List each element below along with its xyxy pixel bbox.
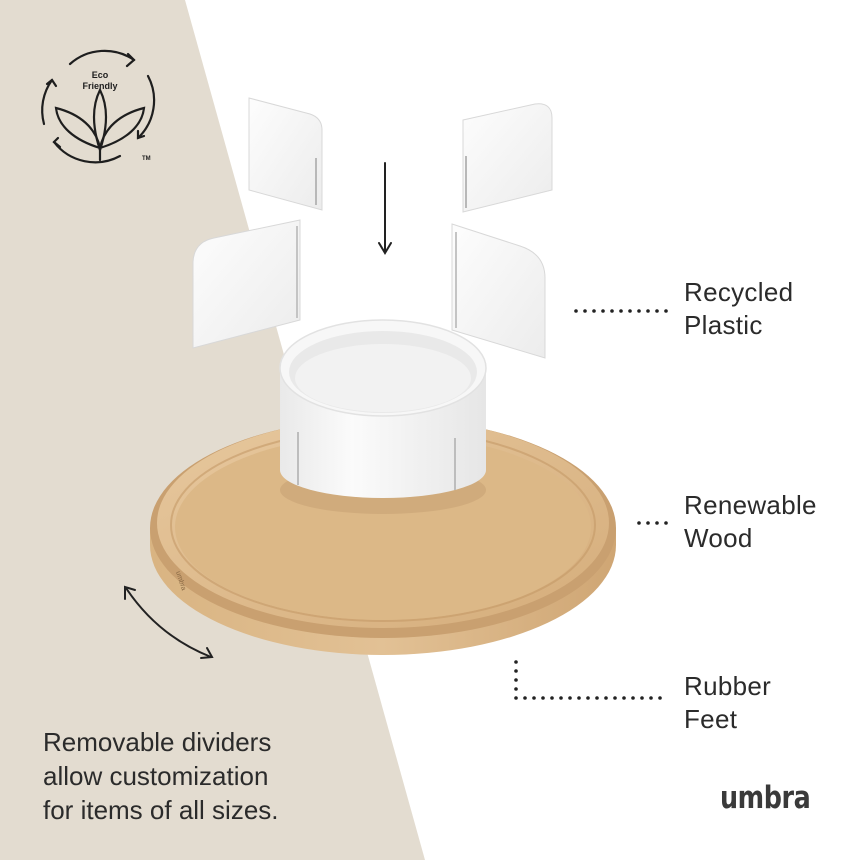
divider-panel-front-right bbox=[451, 223, 546, 359]
eco-friendly-badge: Eco Friendly TM bbox=[41, 49, 156, 164]
trademark-mark: TM bbox=[142, 156, 151, 162]
caption-line-2: allow customization bbox=[43, 761, 269, 791]
callout-feet-line-2: Feet bbox=[684, 704, 738, 734]
callout-wood-line-2: Wood bbox=[684, 523, 753, 553]
callout-rubber-feet: Rubber Feet bbox=[684, 670, 771, 736]
callout-feet-line-1: Rubber bbox=[684, 671, 772, 701]
badge-line-1: Eco bbox=[92, 70, 109, 80]
caption-line-1: Removable dividers bbox=[43, 727, 272, 757]
rotate-arrow-icon bbox=[124, 585, 214, 659]
down-arrow-icon bbox=[378, 162, 392, 255]
callout-recycled-plastic: Recycled Plastic bbox=[684, 276, 793, 342]
leaf-recycle-icon bbox=[41, 49, 156, 164]
callout-wood-line-1: Renewable bbox=[684, 490, 817, 520]
center-bin bbox=[279, 319, 487, 514]
callout-leaders bbox=[514, 309, 668, 700]
leader-wood bbox=[637, 521, 668, 525]
leader-recycled bbox=[574, 309, 668, 313]
callout-renewable-wood: Renewable Wood bbox=[684, 489, 817, 555]
callout-recycled-line-1: Recycled bbox=[684, 277, 794, 307]
divider-panel-front-left bbox=[192, 219, 301, 349]
brand-logo: umbra bbox=[720, 780, 811, 816]
badge-line-2: Friendly bbox=[82, 81, 117, 91]
divider-panel-back-left bbox=[248, 97, 323, 211]
leader-feet bbox=[514, 660, 662, 700]
wooden-lazy-susan-tray: umbra bbox=[150, 418, 616, 655]
callout-recycled-line-2: Plastic bbox=[684, 310, 763, 340]
feature-caption: Removable dividers allow customization f… bbox=[43, 725, 279, 827]
divider-panel-back-right bbox=[462, 103, 553, 213]
caption-line-3: for items of all sizes. bbox=[43, 795, 279, 825]
